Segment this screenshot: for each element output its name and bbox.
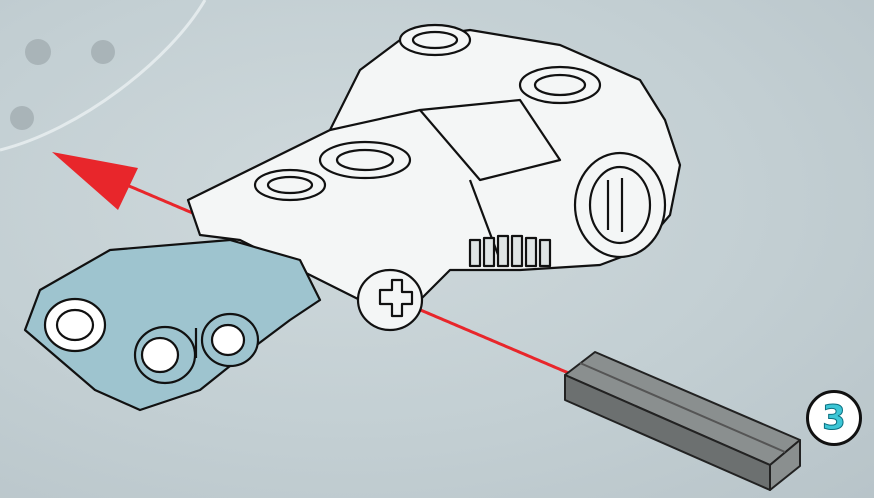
step-number-badge: 3: [806, 390, 862, 446]
cross-axle-icon: [565, 352, 800, 490]
background-turntable: [0, 0, 205, 150]
blue-connector-part: [25, 240, 320, 410]
